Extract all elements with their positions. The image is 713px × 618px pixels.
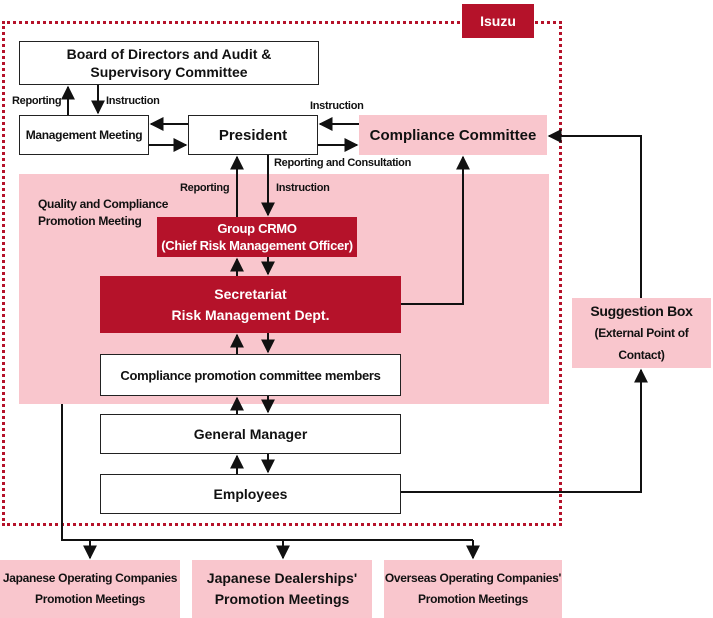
bottom-box-overseas-operating: Overseas Operating Companies' Promotion … bbox=[384, 560, 562, 618]
bottom-box-line1: Japanese Dealerships' bbox=[206, 570, 358, 586]
suggestion-box-subtitle: (External Point of Contact) bbox=[594, 326, 689, 362]
label-reporting-board: Reporting bbox=[12, 95, 62, 107]
secretariat-box: Secretariat Risk Management Dept. bbox=[100, 276, 401, 333]
bottom-box-japanese-dealerships: Japanese Dealerships' Promotion Meetings bbox=[192, 560, 372, 618]
company-tag: Isuzu bbox=[462, 4, 534, 38]
board-box: Board of Directors and Audit & Superviso… bbox=[19, 41, 319, 85]
label-reporting-consultation: Reporting and Consultation bbox=[274, 157, 412, 169]
label-instruction-crmo: Instruction bbox=[276, 182, 330, 194]
secretariat-title: Secretariat bbox=[214, 285, 287, 302]
compliance-committee-box: Compliance Committee bbox=[359, 115, 547, 155]
bottom-box-line2: Promotion Meetings bbox=[214, 591, 350, 607]
group-crmo-subtitle: (Chief Risk Management Officer) bbox=[161, 238, 353, 253]
arrow-employees-to-suggestion bbox=[401, 368, 648, 493]
isuzu-frame bbox=[2, 21, 562, 526]
arrow-suggestion-to-committee bbox=[547, 129, 642, 298]
bottom-box-japanese-operating: Japanese Operating Companies Promotion M… bbox=[0, 560, 180, 618]
group-crmo-title: Group CRMO bbox=[217, 221, 297, 236]
management-meeting-box: Management Meeting bbox=[19, 115, 149, 155]
label-instruction-board: Instruction bbox=[106, 95, 160, 107]
secretariat-subtitle: Risk Management Dept. bbox=[171, 306, 330, 323]
employees-box: Employees bbox=[100, 474, 401, 514]
arrow-secretariat-to-committee bbox=[401, 155, 470, 305]
suggestion-box: Suggestion Box (External Point of Contac… bbox=[572, 298, 711, 368]
committee-members-box: Compliance promotion committee members bbox=[100, 354, 401, 396]
general-manager-box: General Manager bbox=[100, 414, 401, 454]
label-reporting-crmo: Reporting bbox=[180, 182, 230, 194]
group-crmo-box: Group CRMO (Chief Risk Management Office… bbox=[157, 217, 357, 257]
connector-region-to-bottom bbox=[61, 404, 473, 541]
suggestion-box-title: Suggestion Box bbox=[590, 303, 693, 319]
label-instruction-committee: Instruction bbox=[310, 100, 364, 112]
region-label: Quality and Compliance Promotion Meeting bbox=[38, 197, 169, 228]
bottom-box-line2: Promotion Meetings bbox=[418, 592, 528, 606]
president-box: President bbox=[188, 115, 318, 155]
bottom-box-line2: Promotion Meetings bbox=[35, 592, 145, 606]
bottom-box-line1: Japanese Operating Companies bbox=[2, 571, 178, 585]
bottom-box-line1: Overseas Operating Companies' bbox=[384, 571, 562, 585]
